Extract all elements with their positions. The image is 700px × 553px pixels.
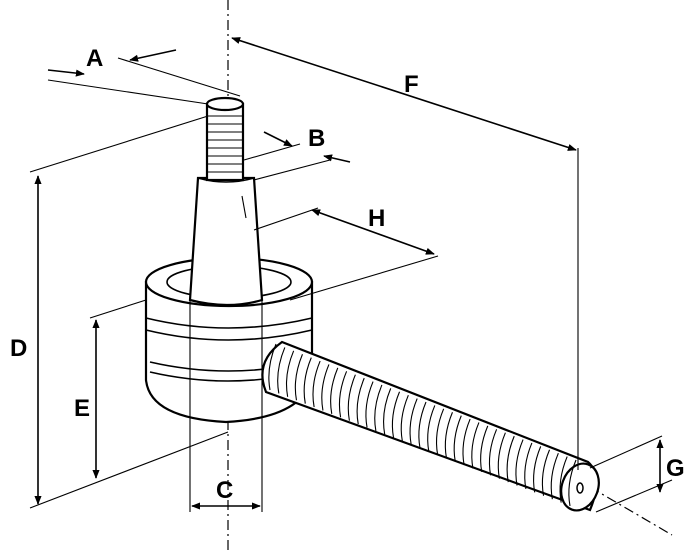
thread-line bbox=[347, 374, 356, 421]
label-c: C bbox=[216, 477, 233, 504]
thread-line bbox=[444, 412, 453, 459]
thread-line bbox=[515, 439, 524, 486]
dim-f-line bbox=[231, 37, 577, 151]
thread-line bbox=[312, 360, 321, 408]
thread-line bbox=[400, 394, 409, 442]
dim-b-line bbox=[263, 131, 293, 147]
thread-line bbox=[568, 459, 577, 507]
thread-line bbox=[506, 435, 515, 483]
thread-line bbox=[471, 422, 480, 469]
thread-line bbox=[294, 354, 303, 401]
thread-line bbox=[524, 442, 533, 490]
thread-line bbox=[550, 452, 559, 500]
thread-line bbox=[559, 456, 568, 503]
thread-line bbox=[356, 377, 365, 425]
label-g: G bbox=[666, 455, 685, 482]
thread-line bbox=[365, 381, 374, 428]
thread-line bbox=[374, 384, 383, 432]
tapered-stud bbox=[188, 176, 264, 307]
dimension-labels: A B C D E F G H bbox=[10, 45, 685, 504]
label-f: F bbox=[404, 71, 419, 98]
thread-line bbox=[303, 357, 312, 404]
threaded-stud-end bbox=[205, 96, 245, 182]
label-h: H bbox=[368, 205, 385, 232]
label-e: E bbox=[74, 395, 90, 422]
label-d: D bbox=[10, 335, 27, 362]
thread-line bbox=[285, 350, 295, 397]
thread-line bbox=[480, 425, 489, 472]
extension-lines bbox=[29, 57, 673, 513]
thread-line bbox=[427, 405, 436, 452]
center-axis-lines bbox=[227, 0, 673, 553]
thread-line bbox=[277, 347, 286, 394]
dim-h-line bbox=[311, 209, 435, 255]
label-b: B bbox=[308, 125, 325, 152]
thread-line bbox=[462, 418, 471, 466]
dim-a-line-2 bbox=[129, 49, 177, 62]
thread-line bbox=[268, 343, 277, 391]
thread-line bbox=[330, 367, 339, 414]
dim-a-line bbox=[47, 69, 85, 77]
thread-line bbox=[383, 388, 392, 435]
thread-line bbox=[488, 429, 498, 476]
thread-line bbox=[453, 415, 462, 462]
thread-line bbox=[338, 371, 348, 418]
thread-line bbox=[533, 446, 542, 493]
threaded-shaft-arm bbox=[261, 340, 600, 512]
label-a: A bbox=[86, 45, 103, 72]
thread-line bbox=[497, 432, 506, 479]
thread-line bbox=[391, 391, 401, 438]
thread-line bbox=[418, 401, 427, 449]
thread-line bbox=[541, 449, 551, 496]
thread-line bbox=[435, 408, 445, 455]
dimension-lines bbox=[34, 37, 664, 510]
thread-line bbox=[409, 398, 418, 445]
thread-line bbox=[321, 364, 330, 411]
dim-b-line-2 bbox=[323, 154, 351, 163]
